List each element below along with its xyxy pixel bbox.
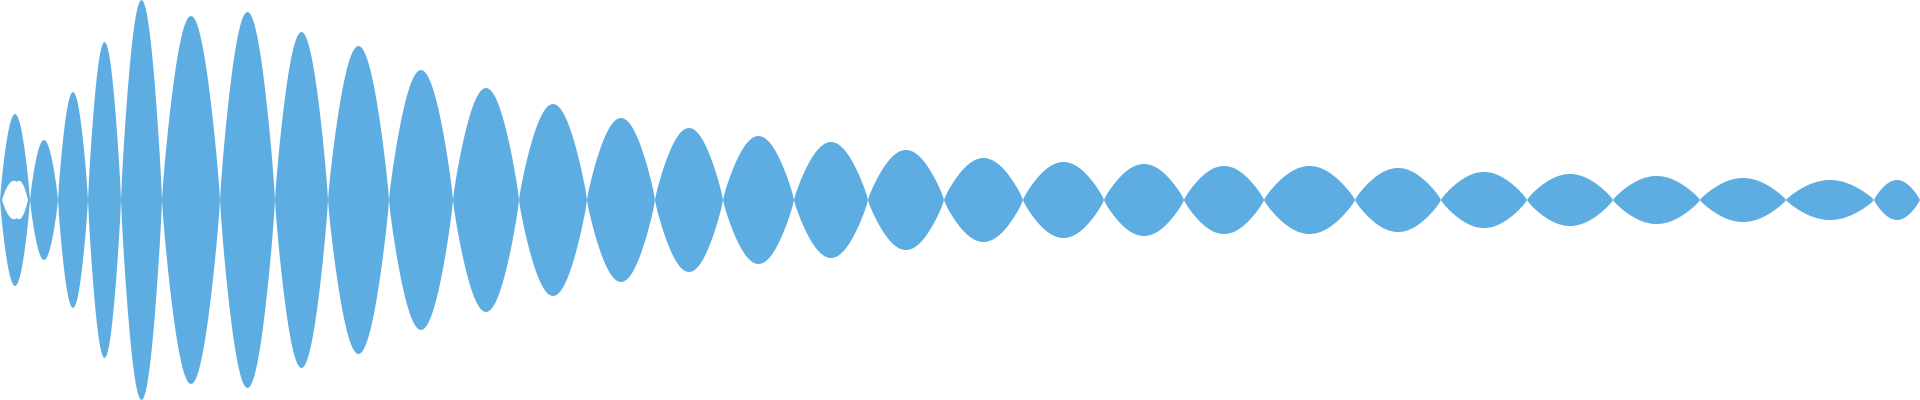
waveform-attack-ripple — [2, 180, 28, 220]
